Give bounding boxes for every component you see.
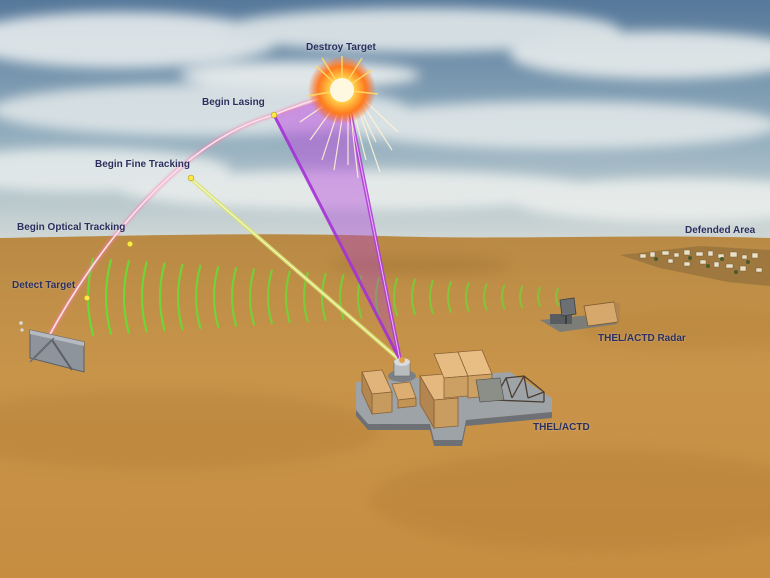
radar-wave-arc	[248, 268, 256, 326]
marker-optical	[126, 240, 134, 248]
radar-wave-arc	[176, 263, 184, 331]
thel-actd-facility	[356, 349, 552, 446]
marker-fine	[187, 174, 195, 182]
radar-wave-arc	[392, 277, 399, 317]
trajectory-markers	[83, 111, 278, 302]
defended-area-town	[620, 246, 770, 286]
rocket-launcher	[19, 321, 85, 373]
radar-wave-arc	[158, 262, 166, 332]
radar-wave-arc	[338, 274, 345, 320]
radar-wave-arc	[500, 284, 506, 310]
radar-wave-arc	[194, 264, 202, 330]
label-begin-optical-tracking: Begin Optical Tracking	[17, 222, 126, 233]
radar-unit	[540, 297, 620, 332]
label-detect-target: Detect Target	[12, 280, 76, 291]
laser-beam	[272, 91, 402, 361]
radar-wave-arc	[446, 280, 452, 314]
radar-wave-arc	[428, 279, 434, 315]
radar-wave-arc	[464, 282, 470, 312]
label-thel-actd: THEL/ACTD	[533, 422, 590, 433]
radar-wave-arc	[122, 260, 130, 334]
radar-wave-arc	[320, 272, 327, 322]
radar-wave-arc	[284, 270, 291, 324]
radar-wave-arc	[104, 259, 112, 335]
dune-shading	[0, 255, 770, 550]
label-defended-area: Defended Area	[685, 225, 756, 236]
radar-wave-arc	[212, 265, 220, 329]
label-thel-actd-radar: THEL/ACTD Radar	[598, 333, 686, 344]
label-begin-lasing: Begin Lasing	[202, 97, 265, 108]
label-destroy-target: Destroy Target	[306, 42, 376, 53]
radar-wave-arc	[266, 269, 273, 325]
clouds	[0, 8, 770, 222]
fine-tracking-beam	[188, 176, 404, 364]
radar-wave-arc	[410, 278, 417, 316]
radar-wave-arc	[140, 261, 148, 333]
label-begin-fine-tracking: Begin Fine Tracking	[95, 159, 191, 170]
marker-lasing	[270, 111, 278, 119]
radar-wave-arc	[230, 267, 238, 327]
radar-wave-arc	[554, 287, 560, 307]
radar-wave-arc	[536, 286, 542, 308]
radar-wave-arc	[482, 283, 488, 311]
radar-wave-arc	[518, 285, 524, 309]
marker-detect	[83, 294, 91, 302]
target-explosion	[307, 56, 379, 124]
